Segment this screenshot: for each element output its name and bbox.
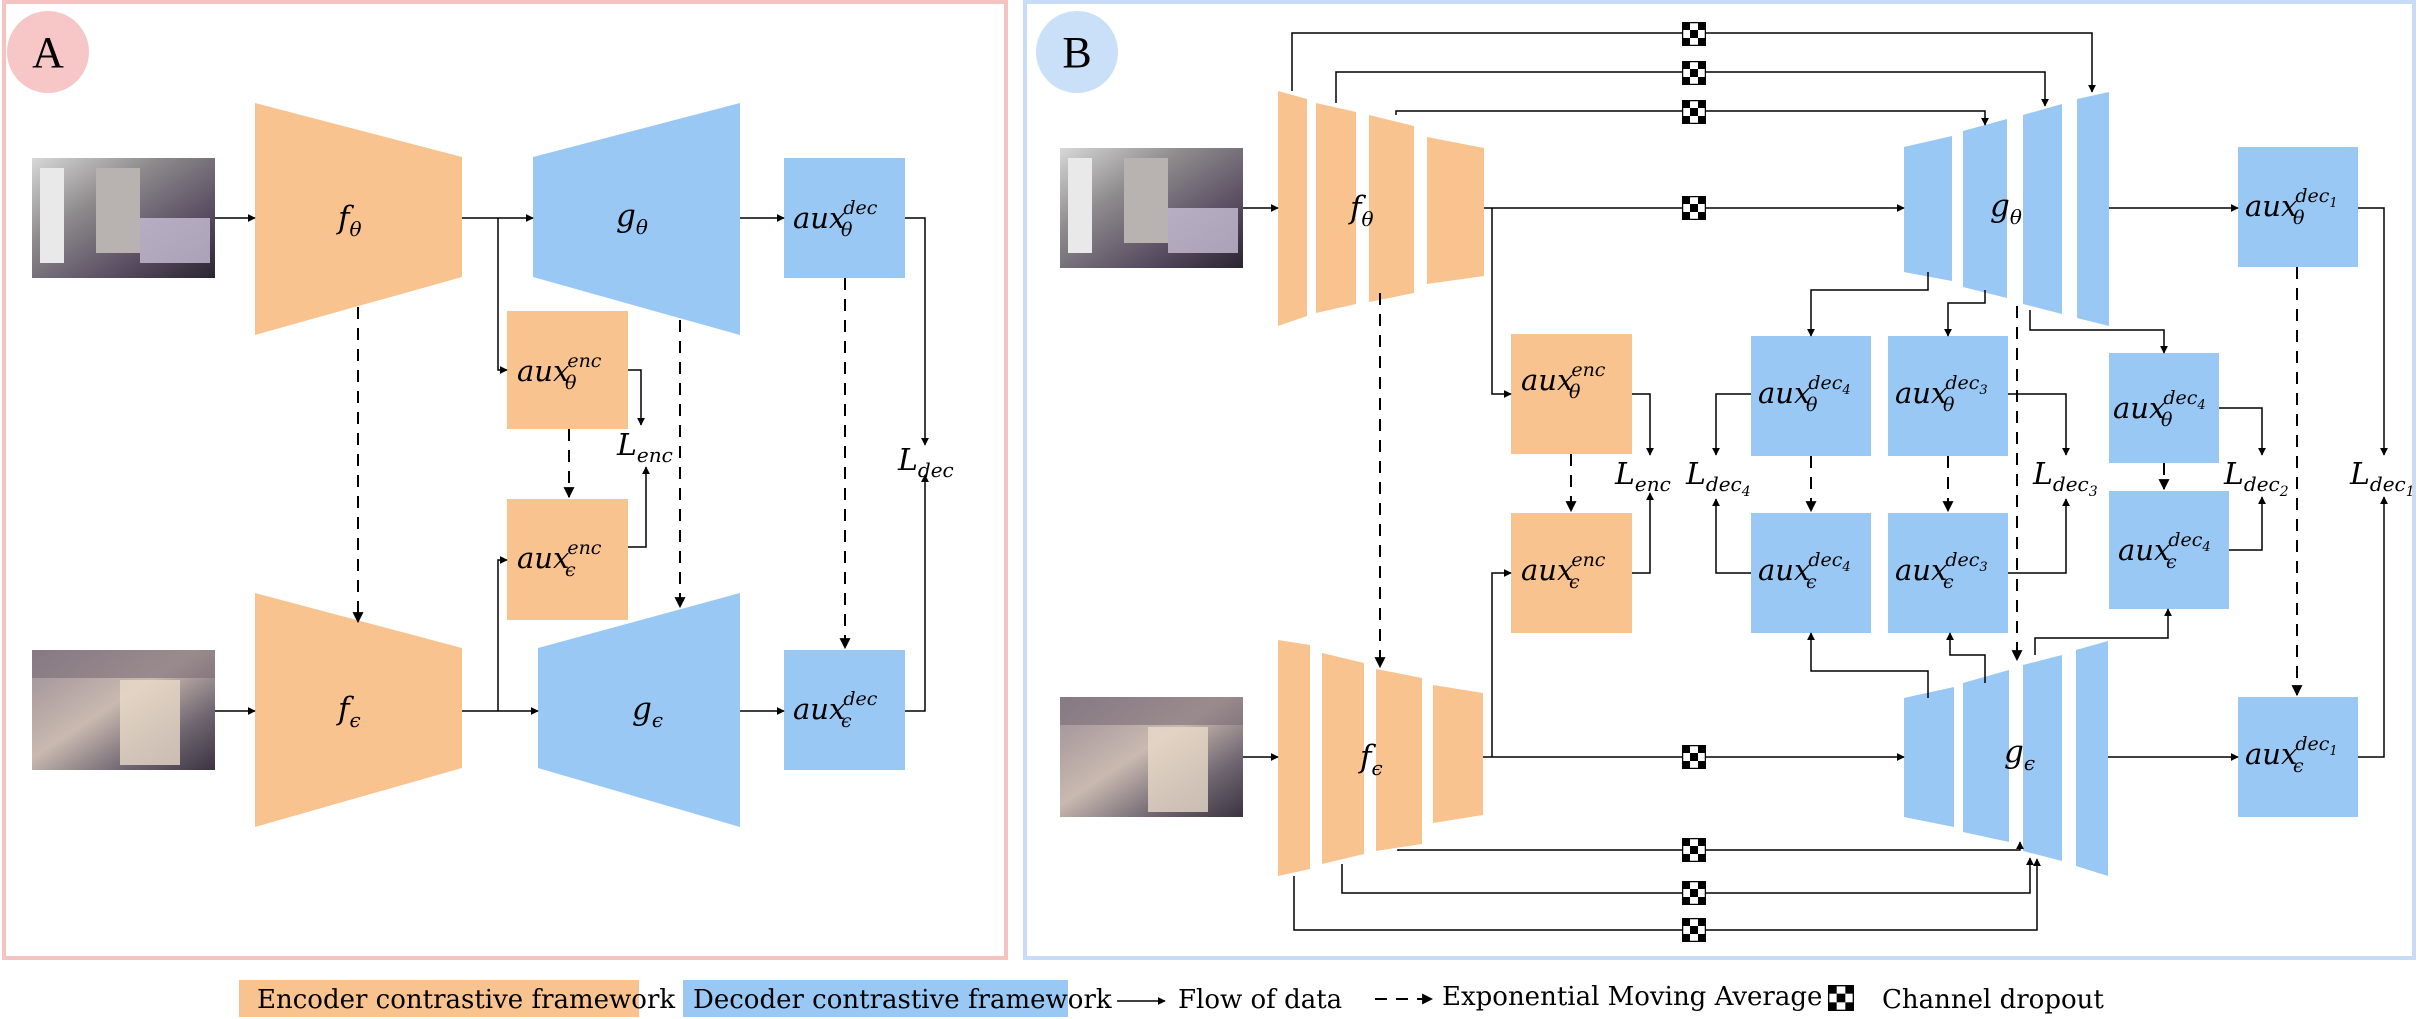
aux-theta-dec4-left-box (1751, 336, 1871, 456)
label-g-eps: gϵ (632, 691, 663, 732)
aux-eps-dec4-right-box (2109, 491, 2229, 609)
checkerboard-icon (1828, 985, 1854, 1011)
panel-b-badge (1036, 11, 1118, 93)
panel-b-badge-label: B (1062, 28, 1091, 77)
decoder-g-eps (538, 593, 740, 827)
encoder-f-theta-stages (1278, 91, 1484, 326)
label-L-enc-a: Lenc (616, 428, 673, 467)
label-L-enc-b: Lenc (1614, 457, 1671, 496)
encoder-f-theta (255, 103, 462, 335)
panel-a-ema-arrows (352, 278, 851, 650)
panel-a-badge-label: A (32, 28, 64, 77)
aux-theta-enc-box-b (1511, 334, 1632, 454)
legend-dropout-label: Channel dropout (1882, 985, 2104, 1015)
label-g-theta: gθ (616, 198, 648, 239)
legend: Encoder contrastive framework Decoder co… (239, 980, 2104, 1017)
label-g-theta-b: gθ (1990, 188, 2022, 229)
encoder-f-eps-stages (1278, 640, 1483, 876)
input-image-original (32, 158, 215, 278)
input-image-original-b (1060, 148, 1243, 268)
input-image-augmented-b (1060, 697, 1243, 817)
aux-theta-dec4-right-box (2109, 353, 2219, 463)
aux-theta-dec1-box (2238, 147, 2358, 267)
aux-theta-enc-box (507, 311, 628, 429)
aux-eps-dec1-box (2238, 697, 2358, 817)
input-image-augmented (32, 650, 215, 770)
aux-eps-enc-box-b (1511, 513, 1632, 633)
panel-b: B (1023, 0, 2416, 960)
panel-a: A (2, 0, 1008, 960)
label-L-dec3: Ldec3 (2032, 457, 2098, 500)
decoder-g-theta-stages (1904, 92, 2109, 326)
decoder-g-eps-stages (1904, 641, 2108, 876)
panel-a-flow-arrows (215, 214, 929, 715)
legend-flow-label: Flow of data (1178, 985, 1342, 1015)
aux-eps-enc-box (507, 499, 628, 620)
legend-ema-label: Exponential Moving Average (1442, 982, 1822, 1012)
aux-eps-dec4-left-box (1751, 513, 1871, 633)
legend-decoder-label: Decoder contrastive framework (693, 985, 1112, 1015)
encoder-f-eps (255, 593, 462, 827)
label-L-dec2: Ldec2 (2223, 457, 2289, 500)
label-L-dec-a: Ldec (897, 443, 954, 482)
legend-encoder-swatch (239, 980, 639, 1017)
aux-theta-dec-box (784, 158, 905, 278)
label-L-dec4: Ldec4 (1685, 457, 1751, 500)
legend-encoder-label: Encoder contrastive framework (257, 985, 675, 1015)
aux-eps-dec3-box (1888, 513, 2008, 633)
label-g-eps-b: gϵ (2004, 734, 2035, 775)
panel-a-badge (7, 11, 89, 93)
label-L-dec1: Ldec1 (2349, 457, 2415, 500)
legend-decoder-swatch (683, 980, 1068, 1017)
aux-theta-dec3-box (1888, 336, 2008, 456)
panel-b-ema-arrows (1374, 267, 2303, 697)
aux-eps-dec-box (784, 650, 905, 770)
decoder-g-theta (533, 103, 740, 335)
